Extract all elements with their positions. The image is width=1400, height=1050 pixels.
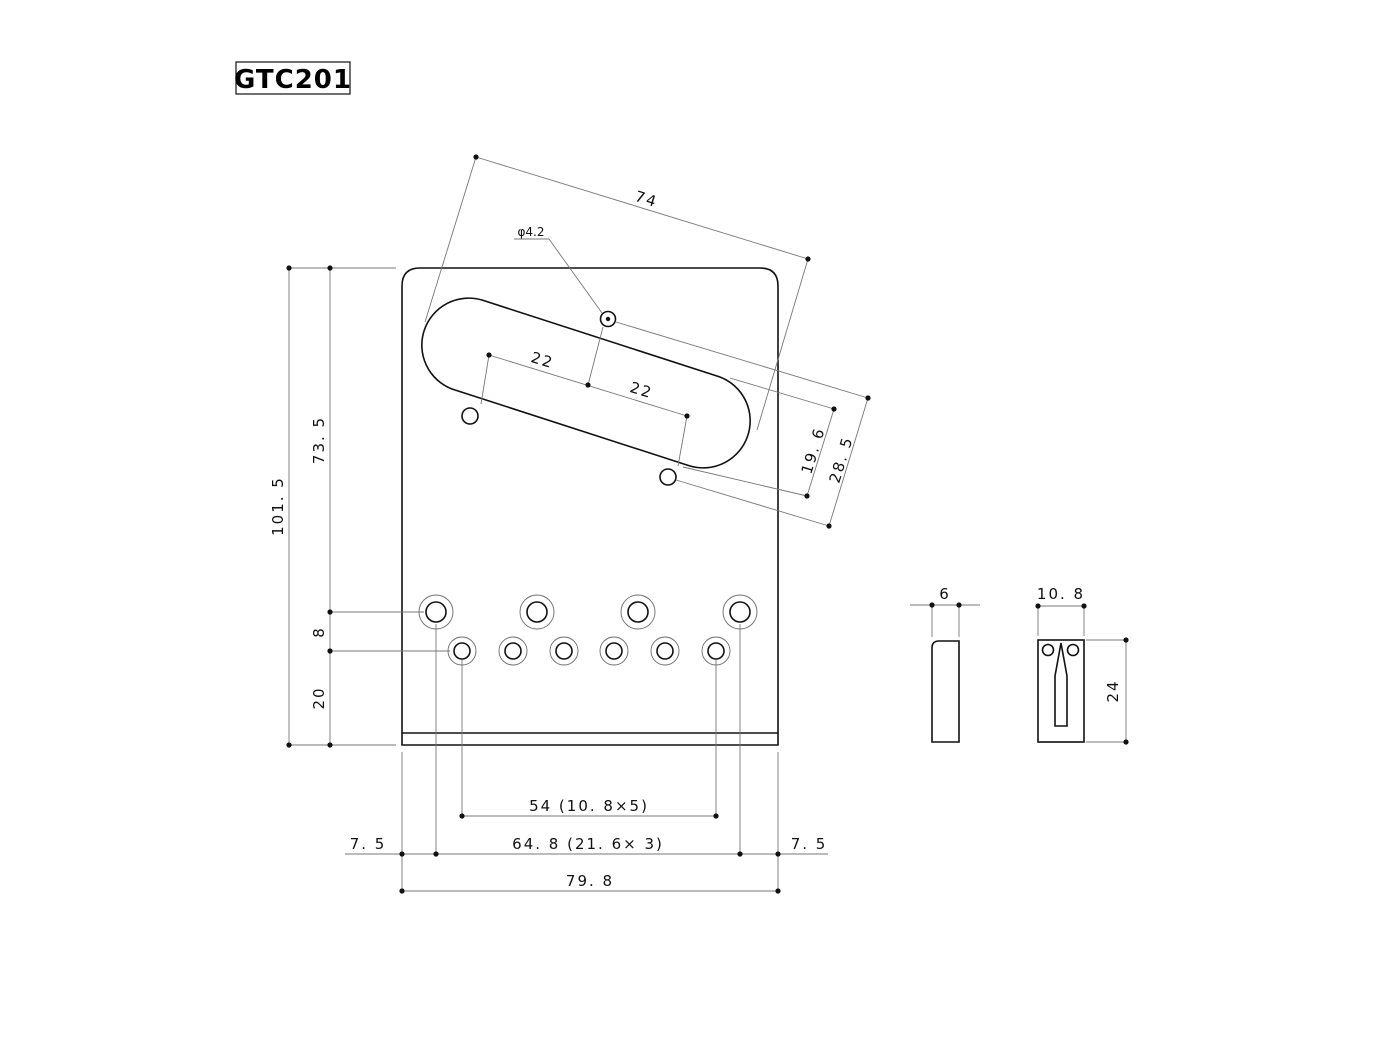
side-view: 6 (910, 585, 980, 743)
label-offset-19-6: 19. 6 (798, 425, 829, 476)
bridge-plate-front-view (401, 267, 779, 746)
pickup-mount-hole-left (461, 407, 479, 425)
pickup-mount-hole-top (599, 310, 617, 328)
side-profile (931, 640, 960, 743)
label-margin-right: 7. 5 (791, 835, 828, 853)
saddle-hole-right (1066, 643, 1080, 657)
dimension-slot-length: 74 (424, 154, 811, 431)
label-height-upper: 73. 5 (310, 416, 328, 464)
title-frame (235, 61, 351, 95)
label-pitch-1: 22 (529, 348, 556, 372)
string-holes (447, 636, 731, 666)
label-offset-28-5: 28. 5 (826, 434, 857, 485)
dimension-hole-diameter: φ4.2 (514, 225, 603, 314)
label-hole-diameter: φ4.2 (518, 225, 545, 239)
saddle-hole-left (1041, 643, 1055, 657)
dimension-vertical-left: 101. 5 73. 5 8 20 (269, 265, 450, 748)
label-side-width: 6 (939, 585, 951, 603)
saddle-slot (1054, 642, 1068, 727)
label-height-8: 8 (310, 626, 328, 638)
saddle-body (1037, 639, 1085, 743)
label-slot-length: 74 (633, 187, 660, 211)
dimension-horizontal-bottom: 54 (10. 8×5) 7. 5 64. 8 (21. 6× 3) 7. 5 … (345, 624, 828, 894)
pickup-slot (421, 297, 751, 469)
pickup-mount-hole-center (605, 316, 611, 322)
dimension-pitch: 22 22 (480, 326, 690, 467)
title-block: GTC201 (234, 61, 352, 95)
label-margin-left: 7. 5 (350, 835, 387, 853)
plate-outline (401, 267, 779, 746)
label-span-64-8: 64. 8 (21. 6× 3) (512, 835, 664, 853)
model-title: GTC201 (234, 65, 352, 95)
pickup-mount-hole-right (659, 468, 677, 486)
label-span-54: 54 (10. 8×5) (529, 797, 649, 815)
label-saddle-height: 24 (1104, 679, 1122, 702)
label-height-20: 20 (310, 686, 328, 709)
dimension-offsets: 19. 6 28. 5 (615, 321, 871, 529)
saddle-view: 10. 8 24 (1035, 585, 1129, 745)
label-pitch-2: 22 (628, 378, 655, 402)
saddle-screw-holes (418, 594, 758, 630)
label-height-total: 101. 5 (269, 476, 287, 536)
label-saddle-width: 10. 8 (1037, 585, 1085, 603)
label-width-total: 79. 8 (566, 872, 614, 890)
